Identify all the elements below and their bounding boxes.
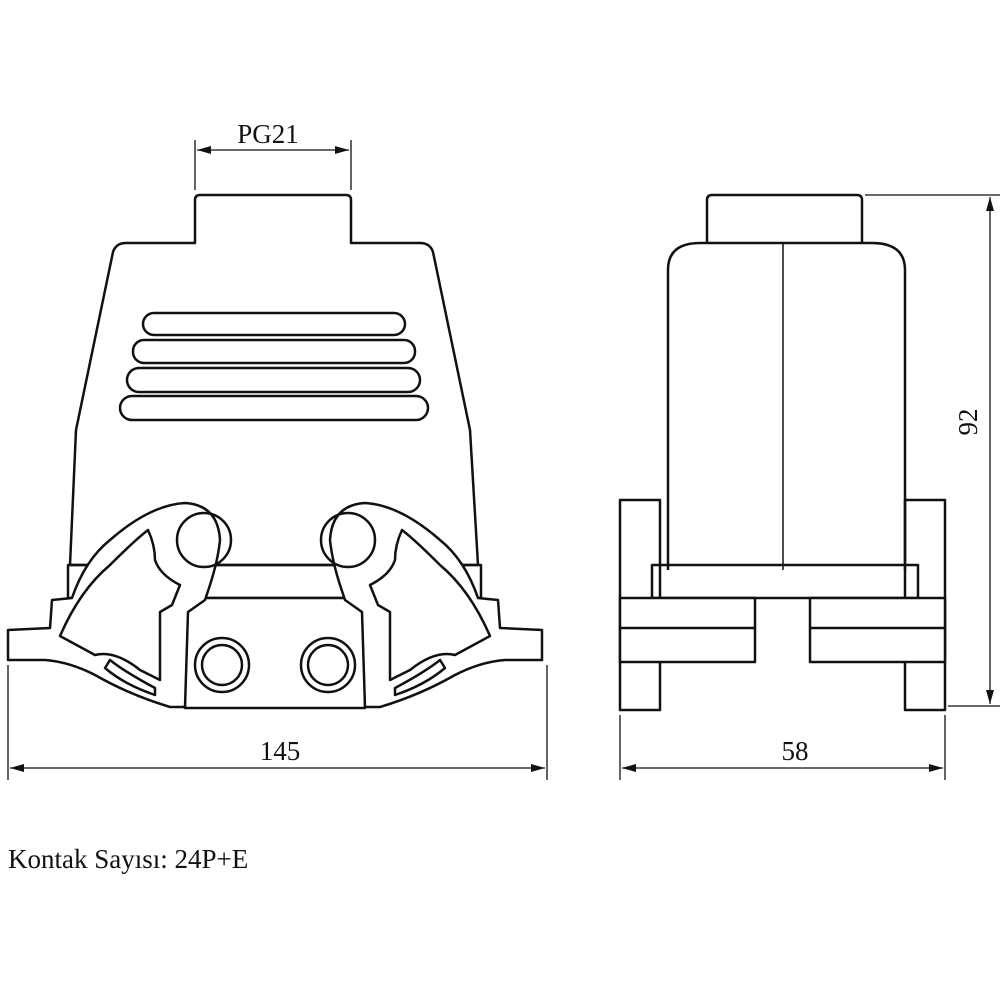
left-lock-pin-outer bbox=[193, 636, 251, 694]
right-lock-pin-outer bbox=[299, 636, 357, 694]
right-lever-pivot bbox=[319, 511, 377, 569]
side-housing-outline bbox=[666, 241, 907, 570]
right-lever-slot bbox=[393, 658, 447, 697]
dimension-pg21: PG21 bbox=[237, 119, 299, 149]
left-lever-inner bbox=[58, 528, 182, 682]
side-view bbox=[618, 193, 947, 712]
louver-3 bbox=[125, 366, 422, 394]
dimension-92: 92 bbox=[953, 409, 983, 436]
center-plate bbox=[183, 596, 367, 710]
side-cable-entry bbox=[705, 193, 864, 243]
left-lever-pivot bbox=[175, 511, 233, 569]
louver-2 bbox=[131, 338, 417, 365]
right-lever-inner bbox=[368, 528, 492, 682]
front-view bbox=[6, 193, 544, 710]
left-locking-lever bbox=[6, 501, 222, 709]
dimension-145: 145 bbox=[260, 736, 301, 766]
contact-count-caption: Kontak Sayısı: 24P+E bbox=[8, 844, 249, 874]
front-housing-outline bbox=[68, 193, 480, 567]
right-base-block bbox=[808, 596, 947, 664]
louver-4 bbox=[118, 394, 430, 422]
left-lock-pin-inner bbox=[200, 643, 244, 687]
left-lever-slot bbox=[103, 658, 157, 697]
right-locking-lever bbox=[328, 501, 544, 709]
dimension-lines bbox=[7, 140, 1000, 780]
dimension-58: 58 bbox=[782, 736, 809, 766]
left-base-block bbox=[618, 596, 757, 664]
louver-1 bbox=[141, 311, 407, 337]
right-lock-pin-inner bbox=[306, 643, 350, 687]
side-base-band bbox=[650, 563, 920, 600]
